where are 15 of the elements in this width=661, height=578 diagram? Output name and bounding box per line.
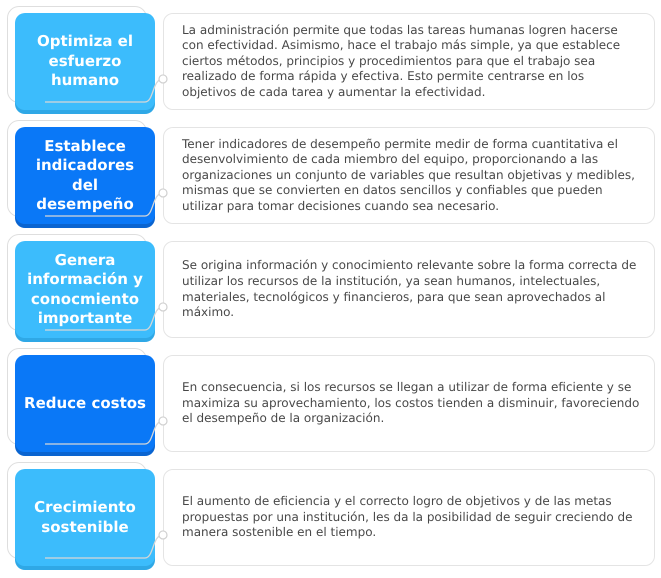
benefit-title-box: Reduce costos: [15, 355, 155, 452]
benefit-title-box: Optimiza el esfuerzo humano: [15, 13, 155, 110]
connector-line: [45, 302, 168, 331]
benefit-title-box: Establece indicadores del desempeño: [15, 127, 155, 224]
connector-line: [45, 188, 168, 217]
connector-line: [45, 416, 168, 445]
description-box: En consecuencia, si los recursos se llegan a utilizar de forma eficiente y se maximiza su aprovechamiento, los costos tienden a disminuir, favoreciendo el desempeño de la organización.: [163, 355, 655, 452]
description-box: El aumento de eficiencia y el correcto logro de objetivos y de las metas propuestas por una institución, les da la posibilidad de seguir creciendo de manera sostenible en el tiempo.: [163, 469, 655, 566]
description-box: Se origina información y conocimiento relevante sobre la forma correcta de utilizar los recursos de la institución, ya sean humanos, intelectuales, materiales, tecnológicos y financieros, para que sean aprovechados al máximo.: [163, 241, 655, 338]
connector-line: [45, 530, 168, 559]
benefit-title-box: Crecimiento sostenible: [15, 469, 155, 566]
description-box: La administración permite que todas las tareas humanas logren hacerse con efectividad. Asimismo, hace el trabajo más simple, ya que establece ciertos métodos, principios y procedimientos para que el trabajo sea realizado de forma rápida y efectiva. Esto permite centrarse en los objetivos de cada tarea y aumentar la efectividad.: [163, 13, 655, 110]
description-box: Tener indicadores de desempeño permite medir de forma cuantitativa el desenvolvimiento de cada miembro del equipo, proporcionando a las organizaciones un conjunto de variables que resultan objetivas y medibles, mismas que se convierten en datos sencillos y confiables que pueden utilizar para tomar decisiones cuando sea necesario.: [163, 127, 655, 224]
benefit-title-box: Genera información y conocmiento importante: [15, 241, 155, 338]
connector-line: [45, 74, 168, 103]
